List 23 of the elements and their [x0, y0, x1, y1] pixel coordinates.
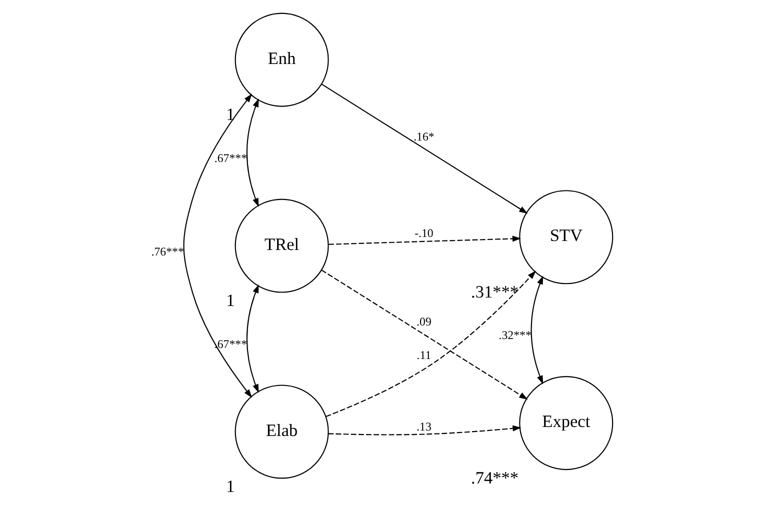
- edge-label: .13: [416, 418, 432, 433]
- node-label: .74***: [471, 468, 519, 487]
- arrow: [530, 275, 544, 384]
- node-label: 1: [226, 476, 235, 496]
- edge-label: -.10: [414, 225, 434, 240]
- arrow: [246, 98, 259, 206]
- node-label: 1: [226, 104, 235, 124]
- edge-label: .67***: [214, 150, 248, 164]
- edge-label: .16*: [414, 129, 434, 144]
- arrow: [321, 269, 528, 400]
- edge-label: .67***: [214, 336, 248, 350]
- arrow: [328, 235, 522, 244]
- arrow: [328, 424, 522, 435]
- edge-label: .11: [416, 348, 432, 362]
- arrow: [246, 284, 259, 392]
- edge-label: .76***: [151, 244, 184, 258]
- arrow: [183, 93, 252, 398]
- node-label: .31***: [471, 282, 519, 301]
- edge-label: .32***: [498, 328, 532, 342]
- edge-label: .09: [416, 314, 432, 328]
- node-label: 1: [226, 290, 235, 310]
- arrow: [321, 83, 528, 214]
- arrow: [326, 270, 536, 416]
